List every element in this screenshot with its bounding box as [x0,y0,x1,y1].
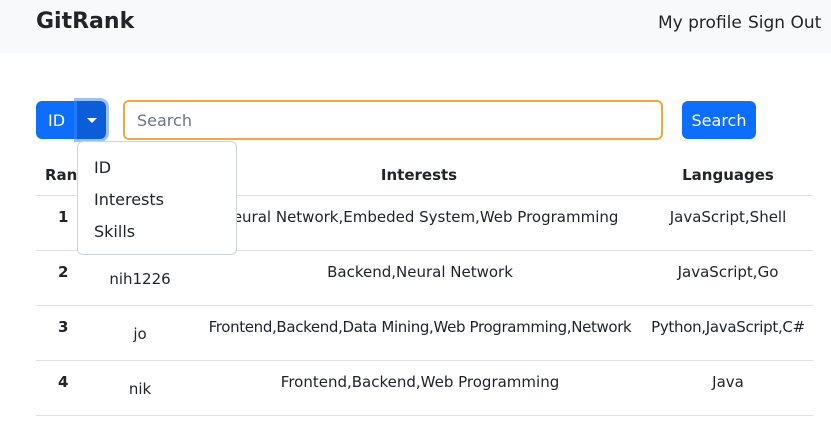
row-divider [36,250,813,251]
dropdown-item-id[interactable]: ID [94,158,112,177]
interests-cell: Frontend,Backend,Data Mining,Web Program… [208,318,632,336]
row-divider [36,305,813,306]
languages-cell: Java [712,373,744,391]
header-rank: Rank [45,166,88,184]
filter-select-button[interactable]: ID [36,101,77,139]
rank-cell: 3 [58,318,69,336]
id-cell[interactable]: nih1226 [109,270,171,288]
search-button[interactable]: Search [682,101,756,139]
filter-dropdown-menu: ID Interests Skills [77,141,237,255]
languages-cell: Python,JavaScript,C# [651,318,805,336]
languages-cell: JavaScript,Shell [669,208,787,226]
brand-logo[interactable]: GitRank [36,9,135,34]
dropdown-item-skills[interactable]: Skills [94,222,136,241]
my-profile-link[interactable]: My profile [658,13,742,33]
header-languages: Languages [682,166,774,184]
id-cell[interactable]: nik [128,380,152,398]
rank-cell: 1 [58,208,69,226]
filter-dropdown-toggle[interactable] [77,101,106,139]
languages-cell: JavaScript,Go [677,263,779,281]
rank-cell: 2 [58,263,69,281]
interests-cell: Backend,Neural Network [327,263,513,281]
row-divider [36,360,813,361]
caret-down-icon [86,117,97,123]
row-divider [36,415,813,416]
search-input[interactable] [123,100,663,140]
header-divider [36,195,813,196]
rank-cell: 4 [58,373,69,391]
navbar: GitRank My profile Sign Out [0,0,831,53]
sign-out-link[interactable]: Sign Out [748,13,822,33]
header-interests: Interests [380,166,458,184]
interests-cell: Neural Network,Embeded System,Web Progra… [221,208,619,226]
interests-cell: Frontend,Backend,Web Programming [280,373,560,391]
id-cell[interactable]: jo [133,325,147,343]
dropdown-item-interests[interactable]: Interests [94,190,164,209]
